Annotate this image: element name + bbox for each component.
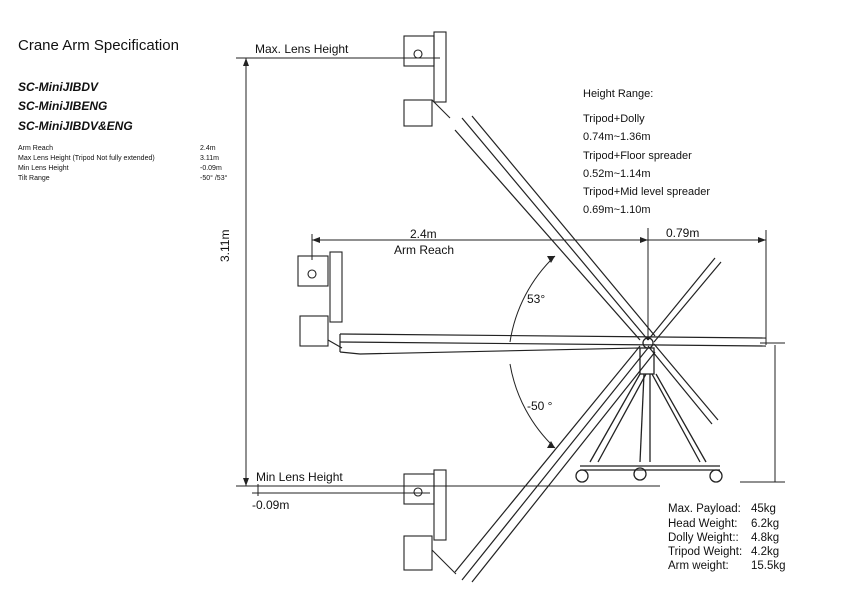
spec-label-arm-reach: Arm Reach: [18, 145, 54, 152]
weight-value-head: 6.2kg: [751, 518, 780, 530]
total-height-label: 3.11m: [218, 229, 232, 262]
model-name-3: SC-MiniJIBDV&ENG: [18, 119, 133, 133]
height-range-value-3: 0.69m~1.10m: [583, 204, 651, 216]
weight-label-arm: Arm weight:: [668, 560, 729, 572]
weight-value-arm: 15.5kg: [751, 560, 786, 572]
downward-arm: [454, 345, 656, 583]
tripod: [575, 337, 723, 483]
model-name-2: SC-MiniJIBENG: [18, 99, 108, 113]
horizontal-arm: [339, 333, 767, 355]
tilt-down-label: -50 °: [527, 399, 553, 413]
tilt-up-arc: [509, 255, 556, 343]
height-range-value-2: 0.52m~1.14m: [583, 168, 651, 180]
camera-head-bottom: [403, 469, 457, 575]
height-range-value-1: 0.74m~1.36m: [583, 131, 651, 143]
height-range-heading: Height Range:: [583, 88, 654, 100]
spec-value-tilt-range: -50° /53°: [200, 175, 228, 182]
spec-value-arm-reach: 2.4m: [200, 145, 216, 152]
model-name-1: SC-MiniJIBDV: [18, 80, 99, 94]
counterweight-arms: [647, 257, 722, 425]
weight-label-head: Head Weight:: [668, 518, 738, 530]
counterweight-length-label: 0.79m: [666, 226, 700, 240]
height-range-config-1: Tripod+Dolly: [583, 113, 645, 125]
spec-label-tilt-range: Tilt Range: [18, 175, 50, 182]
weight-label-dolly: Dolly Weight::: [668, 532, 739, 544]
weight-value-dolly: 4.8kg: [751, 532, 780, 544]
weight-value-payload: 45kg: [751, 503, 776, 515]
arm-reach-label: Arm Reach: [394, 243, 455, 257]
min-offset-label: -0.09m: [252, 498, 290, 512]
min-lens-height-label: Min Lens Height: [256, 470, 343, 484]
max-lens-height-label: Max. Lens Height: [255, 42, 349, 56]
upward-arm: [454, 115, 656, 341]
weight-label-tripod: Tripod Weight:: [668, 546, 743, 558]
spec-label-max-lens-height: Max Lens Height (Tripod Not fully extend…: [18, 155, 155, 162]
arm-reach-value: 2.4m: [410, 227, 437, 241]
tilt-down-arc: [509, 363, 556, 449]
camera-head-middle: [297, 251, 343, 349]
spec-value-min-lens-height: -0.09m: [200, 165, 222, 172]
tilt-up-label: 53°: [527, 292, 546, 306]
page-title: Crane Arm Specification: [18, 37, 179, 54]
spec-label-min-lens-height: Min Lens Height: [18, 165, 69, 172]
weight-label-payload: Max. Payload:: [668, 503, 741, 515]
height-range-config-2: Tripod+Floor spreader: [583, 150, 692, 162]
camera-head-top: [403, 31, 451, 127]
spec-value-max-lens-height: 3.11m: [200, 155, 219, 162]
height-range-config-3: Tripod+Mid level spreader: [583, 186, 711, 198]
weight-value-tripod: 4.2kg: [751, 546, 780, 558]
